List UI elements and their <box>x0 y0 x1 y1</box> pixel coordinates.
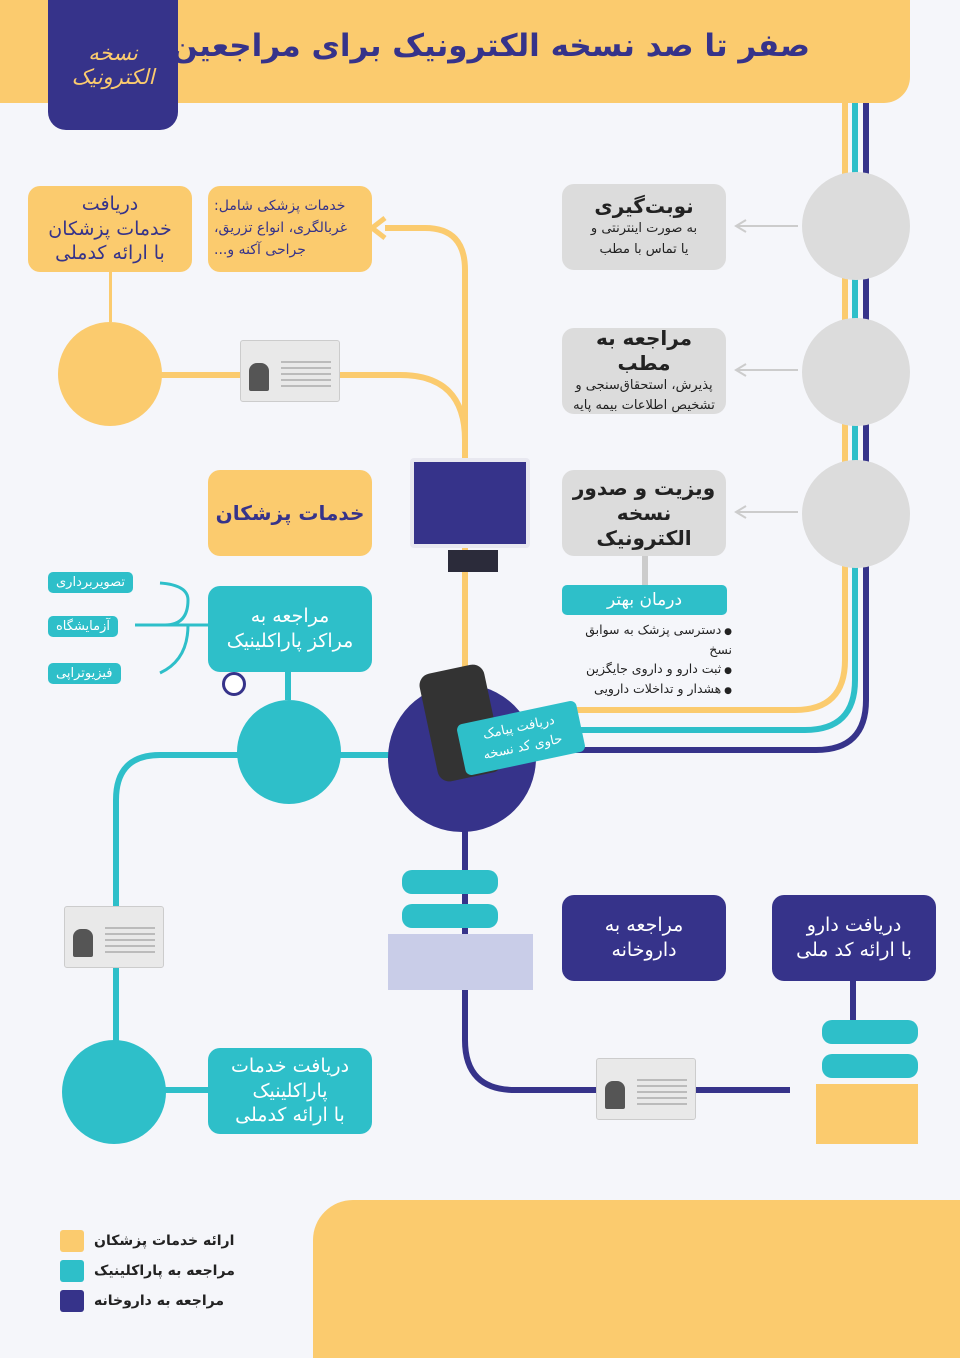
telemedicine-monitor-illustration <box>410 458 530 548</box>
phone-calendar-illustration <box>802 172 910 280</box>
pharmacy-counter-illustration <box>388 870 533 990</box>
legend-swatch-teal <box>60 1260 84 1282</box>
pharmacy-pickup-illustration <box>800 1020 918 1145</box>
tag-physiotherapy: فیزیوتراپی <box>48 663 121 684</box>
legend-label: مراجعه به پاراکلینیک <box>94 1263 235 1279</box>
legend: ارائه خدمات پزشکان مراجعه به پاراکلینیک … <box>60 1230 235 1320</box>
benefits-list: دسترسی پزشک به سوابق نسخثبت دارو و داروی… <box>562 620 732 699</box>
logo: نسخه الکترونیک <box>48 0 178 130</box>
national-id-card-icon <box>64 906 164 968</box>
clock-icon <box>222 672 246 696</box>
flow-line-yellow-doctor <box>385 225 468 690</box>
injection-illustration <box>58 322 162 426</box>
footer-panel <box>313 1200 960 1358</box>
xray-doctor-illustration <box>62 1040 166 1144</box>
physiotherapy-illustration <box>237 700 341 804</box>
flow-line-teal-para <box>113 752 390 1093</box>
flow-line-yellow-card <box>160 372 468 441</box>
flow-line-navy-main <box>530 90 869 753</box>
doctor-desk-illustration <box>802 460 910 568</box>
tag-laboratory: آزمایشگاه <box>48 616 118 637</box>
doctor-services-detail: خدمات پزشکی شامل: غربالگری، انواع تزریق،… <box>208 186 372 272</box>
better-treatment-label: درمان بهتر <box>562 585 727 615</box>
page-title: صفر تا صد نسخه الکترونیک برای مراجعین <box>171 28 810 64</box>
national-id-card-icon <box>240 340 340 402</box>
legend-swatch-navy <box>60 1290 84 1312</box>
legend-label: مراجعه به داروخانه <box>94 1293 224 1309</box>
doctor-services-box: خدمات پزشکان <box>208 470 372 556</box>
reception-illustration <box>802 318 910 426</box>
national-id-card-icon <box>596 1058 696 1120</box>
legend-swatch-yellow <box>60 1230 84 1252</box>
flow-line-teal-main <box>540 90 858 733</box>
legend-label: ارائه خدمات پزشکان <box>94 1233 235 1249</box>
flow-line-navy-pharmacy <box>462 820 790 1093</box>
tag-imaging: تصویربرداری <box>48 572 134 593</box>
